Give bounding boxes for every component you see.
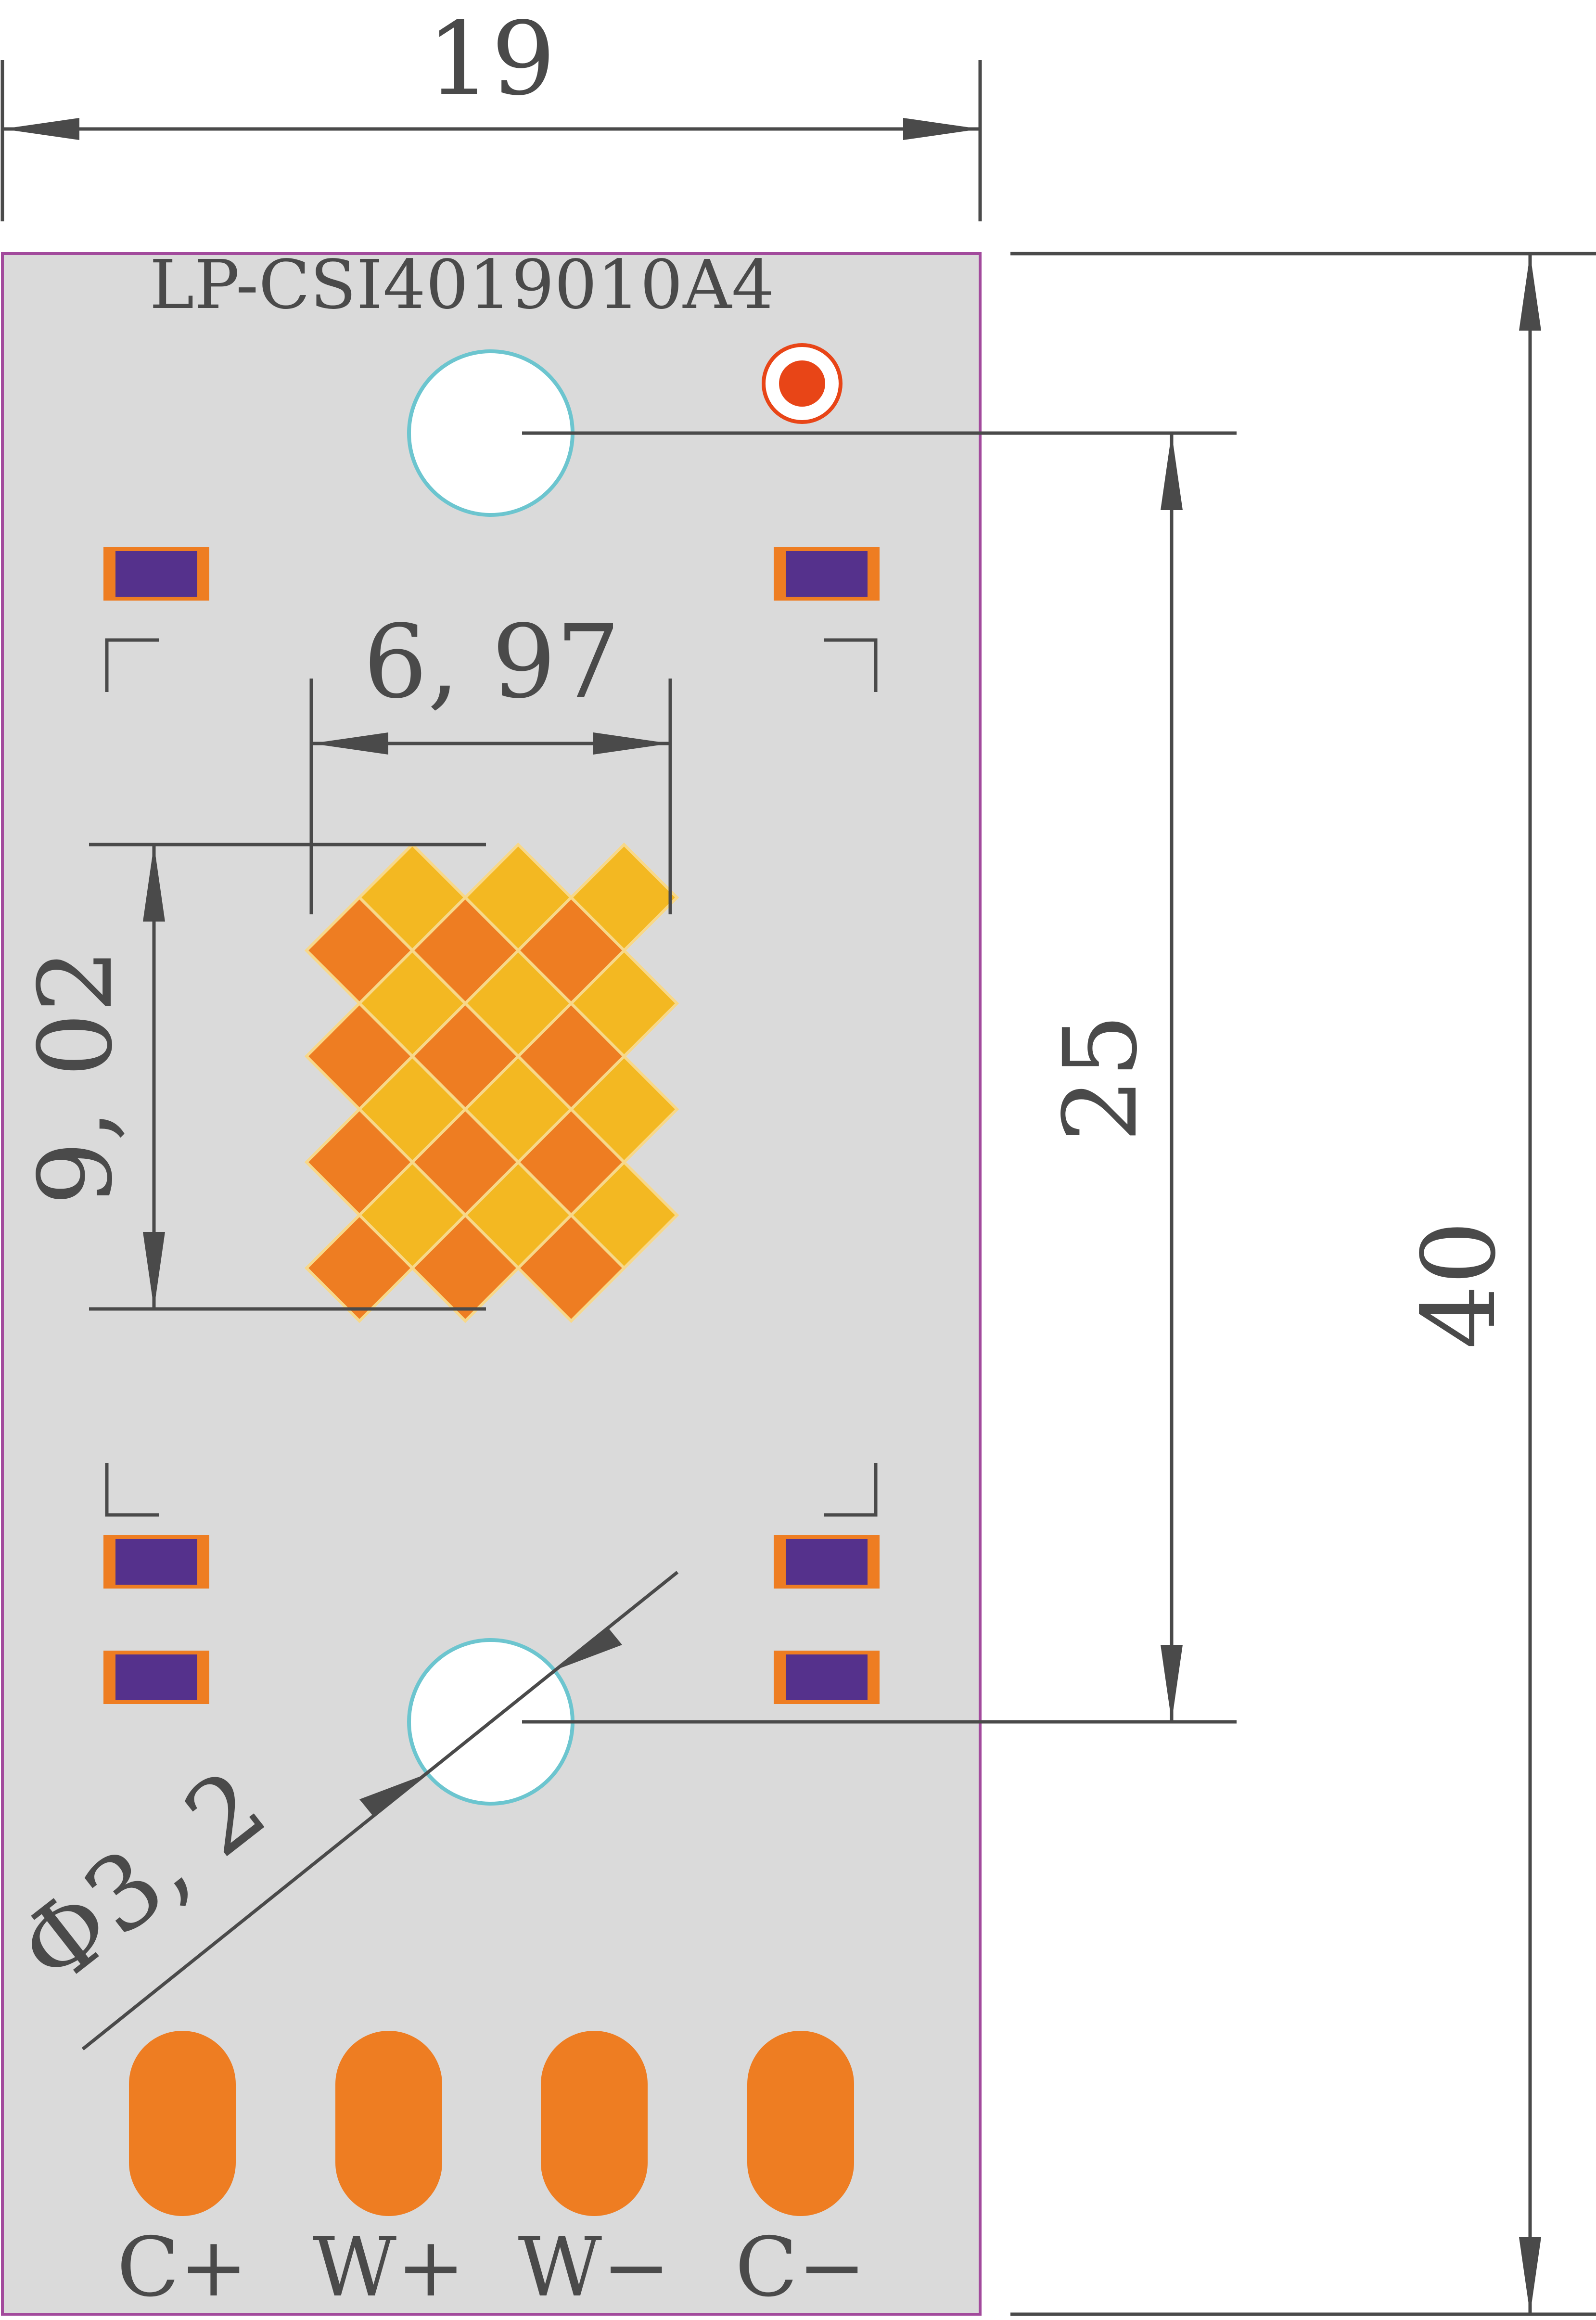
- led-chip-warm: [304, 1213, 415, 1323]
- pad-w-plus: [335, 2031, 442, 2216]
- smd-component: [774, 1651, 880, 1704]
- pad-label: C+: [117, 2220, 248, 2315]
- pad-label: C−: [735, 2220, 867, 2315]
- led-array: [304, 842, 679, 1323]
- pad-w-minus: [541, 2031, 648, 2216]
- polarity-marker: [762, 343, 843, 424]
- smd-component: [103, 1651, 209, 1704]
- pad-label: W+: [312, 2220, 465, 2315]
- solder-pads: [129, 2031, 854, 2216]
- dimension-array-height-label: 9, 02: [17, 949, 135, 1205]
- dimension-hole-spacing-label: 25: [1042, 1013, 1160, 1142]
- led-chip-warm: [410, 1213, 521, 1323]
- smd-component: [103, 547, 209, 601]
- pad-label: W−: [518, 2220, 670, 2315]
- dimension-height-label: 40: [1400, 1220, 1518, 1349]
- smd-component: [774, 547, 880, 601]
- dimension-array-width-label: 6, 97: [363, 603, 620, 721]
- smd-component: [774, 1535, 880, 1589]
- part-number-label: LP-CSI4019010A4: [150, 246, 775, 324]
- dimension-lines: [0, 60, 1596, 2316]
- pad-c-minus: [747, 2031, 854, 2216]
- led-chip-warm: [516, 1213, 626, 1323]
- corner-marks: [105, 638, 878, 1517]
- pad-c-plus: [129, 2031, 236, 2216]
- dimension-width-label: 19: [427, 0, 555, 118]
- smd-component: [103, 1535, 209, 1589]
- dimension-arrows: [2, 118, 1541, 2314]
